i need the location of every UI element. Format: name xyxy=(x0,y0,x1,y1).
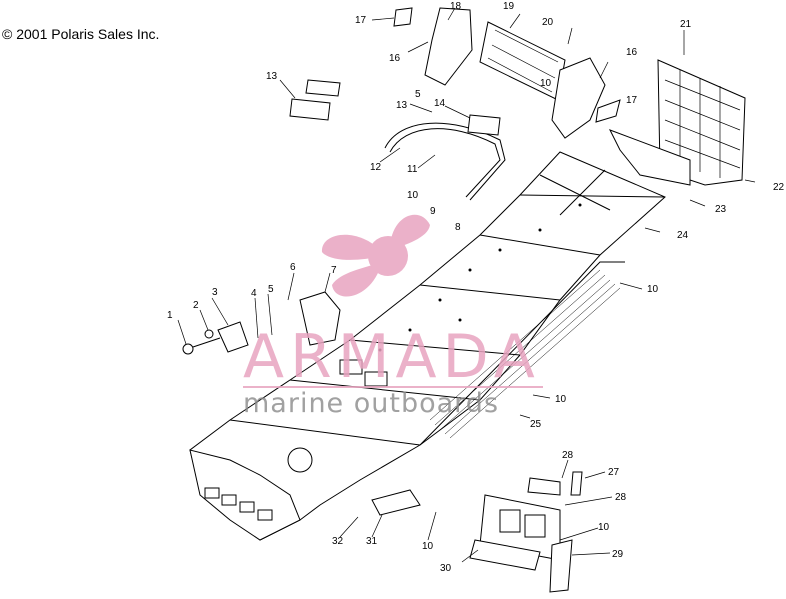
rear-cross-rail xyxy=(479,21,566,101)
callout-10: 10 xyxy=(647,284,659,295)
callout-10: 10 xyxy=(598,522,610,533)
callout-11: 11 xyxy=(407,164,418,175)
callout-16: 16 xyxy=(626,47,638,58)
callout-16: 16 xyxy=(389,53,401,64)
callout-10: 10 xyxy=(540,78,552,89)
watermark-word: ARMADA xyxy=(243,322,541,392)
callout-2: 2 xyxy=(193,300,199,311)
callout-labels: 17 18 19 20 21 16 16 10 5 13 13 14 17 22… xyxy=(167,1,785,574)
callout-14: 14 xyxy=(434,98,446,109)
callout-5: 5 xyxy=(268,284,274,295)
callout-8: 8 xyxy=(455,222,461,233)
callout-5: 5 xyxy=(415,89,421,100)
callout-22: 22 xyxy=(773,182,785,193)
front-lower-assembly xyxy=(371,471,583,593)
callout-29: 29 xyxy=(612,549,624,560)
callout-9: 9 xyxy=(430,206,436,217)
callout-1: 1 xyxy=(167,310,173,321)
steering-post-bracket xyxy=(299,291,341,346)
callout-31: 31 xyxy=(366,536,378,547)
right-rear-bracket xyxy=(551,57,606,139)
bolt-head xyxy=(182,343,194,355)
callout-19: 19 xyxy=(503,1,515,12)
callout-6: 6 xyxy=(290,262,296,273)
callout-18: 18 xyxy=(450,1,462,12)
watermark-subtitle: marine outboards xyxy=(243,388,500,419)
callout-7: 7 xyxy=(331,265,337,276)
callout-24: 24 xyxy=(677,230,689,241)
leader-lines xyxy=(177,7,756,563)
chassis-tunnel xyxy=(189,151,666,541)
callout-28: 28 xyxy=(615,492,627,503)
callout-13: 13 xyxy=(266,71,278,82)
callout-32: 32 xyxy=(332,536,344,547)
callout-10: 10 xyxy=(555,394,567,405)
callout-12: 12 xyxy=(370,162,382,173)
washer xyxy=(204,329,214,339)
decals xyxy=(289,7,621,136)
bracket-plate xyxy=(217,321,249,353)
callout-23: 23 xyxy=(715,204,727,215)
callout-25: 25 xyxy=(530,419,542,430)
callout-17: 17 xyxy=(626,95,638,106)
watermark-rule xyxy=(243,386,543,388)
callout-10: 10 xyxy=(422,541,434,552)
propeller-watermark xyxy=(321,214,430,297)
callout-21: 21 xyxy=(680,19,692,30)
callout-20: 20 xyxy=(542,17,554,28)
callout-30: 30 xyxy=(440,563,452,574)
left-rear-bracket xyxy=(424,7,473,86)
copyright-notice: © 2001 Polaris Sales Inc. xyxy=(2,26,160,42)
callout-10: 10 xyxy=(407,190,419,201)
callout-17: 17 xyxy=(355,15,367,26)
rear-bumper-loop xyxy=(384,122,506,201)
callout-13: 13 xyxy=(396,100,408,111)
callout-28: 28 xyxy=(562,450,574,461)
callout-4: 4 xyxy=(251,288,257,299)
flap-brace xyxy=(608,129,691,186)
callout-3: 3 xyxy=(212,287,218,298)
callout-27: 27 xyxy=(608,467,620,478)
